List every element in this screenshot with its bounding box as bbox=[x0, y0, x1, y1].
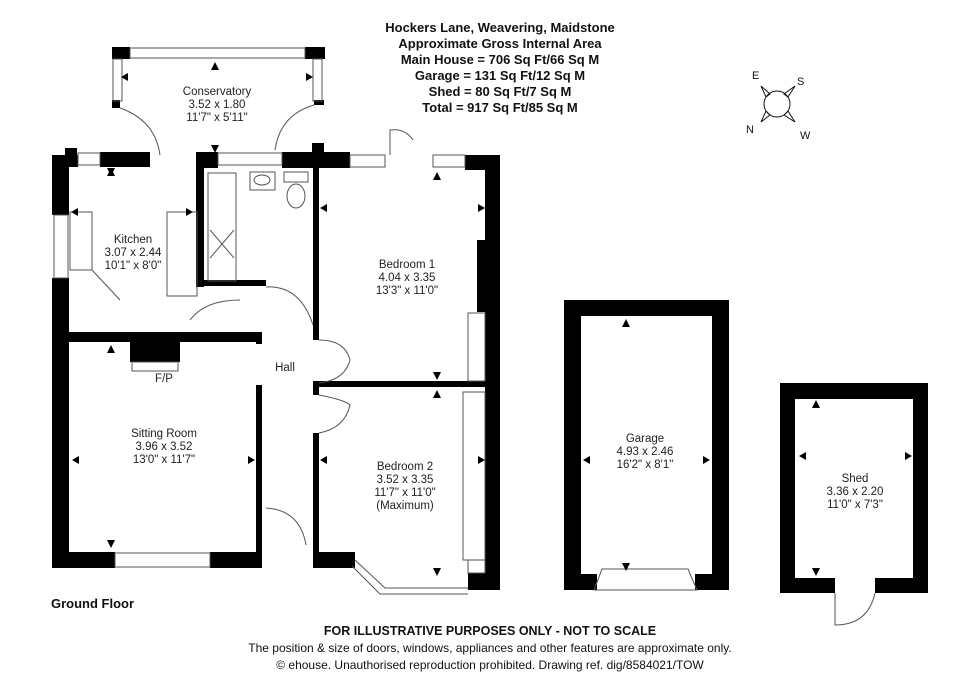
compass-north-label: N bbox=[746, 124, 754, 136]
room-fireplace: F/P bbox=[155, 373, 173, 385]
disclaimer-note: The position & size of doors, windows, a… bbox=[248, 641, 732, 655]
floor-label: Ground Floor bbox=[51, 596, 135, 611]
room-garage: Garage 4.93 x 2.46 16'2" x 8'1" bbox=[616, 433, 674, 471]
room-sitting-room: Sitting Room 3.96 x 3.52 13'0" x 11'7" bbox=[131, 428, 197, 466]
area-subtitle: Approximate Gross Internal Area bbox=[398, 36, 602, 51]
area-garage: Garage = 131 Sq Ft/12 Sq M bbox=[414, 68, 586, 83]
area-main-house: Main House = 706 Sq Ft/66 Sq M bbox=[400, 52, 600, 67]
room-bedroom-1: Bedroom 1 4.04 x 3.35 13'3" x 11'0" bbox=[375, 259, 439, 297]
area-total: Total = 917 Sq Ft/85 Sq M bbox=[422, 100, 578, 115]
conservatory-wall bbox=[112, 47, 130, 59]
area-summary: Hockers Lane, Weavering, Maidstone Appro… bbox=[330, 20, 670, 116]
compass-south-label: S bbox=[797, 76, 805, 88]
exterior-wall-left bbox=[52, 155, 69, 215]
copyright-notice: © ehouse. Unauthorised reproduction proh… bbox=[276, 658, 704, 672]
garage-walls bbox=[564, 300, 729, 316]
exterior-wall-right bbox=[485, 155, 500, 590]
property-address: Hockers Lane, Weavering, Maidstone bbox=[385, 20, 615, 35]
room-kitchen: Kitchen 3.07 x 2.44 10'1" x 8'0" bbox=[104, 234, 162, 272]
shed-walls bbox=[780, 383, 928, 399]
room-hall: Hall bbox=[275, 362, 295, 374]
room-conservatory: Conservatory 3.52 x 1.80 11'7" x 5'11" bbox=[182, 86, 252, 124]
footer-disclaimer: FOR ILLUSTRATIVE PURPOSES ONLY - NOT TO … bbox=[190, 623, 790, 674]
compass-west-label: W bbox=[800, 130, 811, 142]
room-bedroom-2: Bedroom 2 3.52 x 3.35 11'7" x 11'0" (Max… bbox=[374, 461, 436, 512]
room-shed: Shed 3.36 x 2.20 11'0" x 7'3" bbox=[826, 473, 884, 511]
compass-east-label: E bbox=[752, 70, 760, 82]
fireplace bbox=[130, 340, 180, 362]
compass-icon bbox=[760, 85, 796, 123]
area-shed: Shed = 80 Sq Ft/7 Sq M bbox=[428, 84, 572, 99]
disclaimer-heading: FOR ILLUSTRATIVE PURPOSES ONLY - NOT TO … bbox=[323, 624, 657, 638]
